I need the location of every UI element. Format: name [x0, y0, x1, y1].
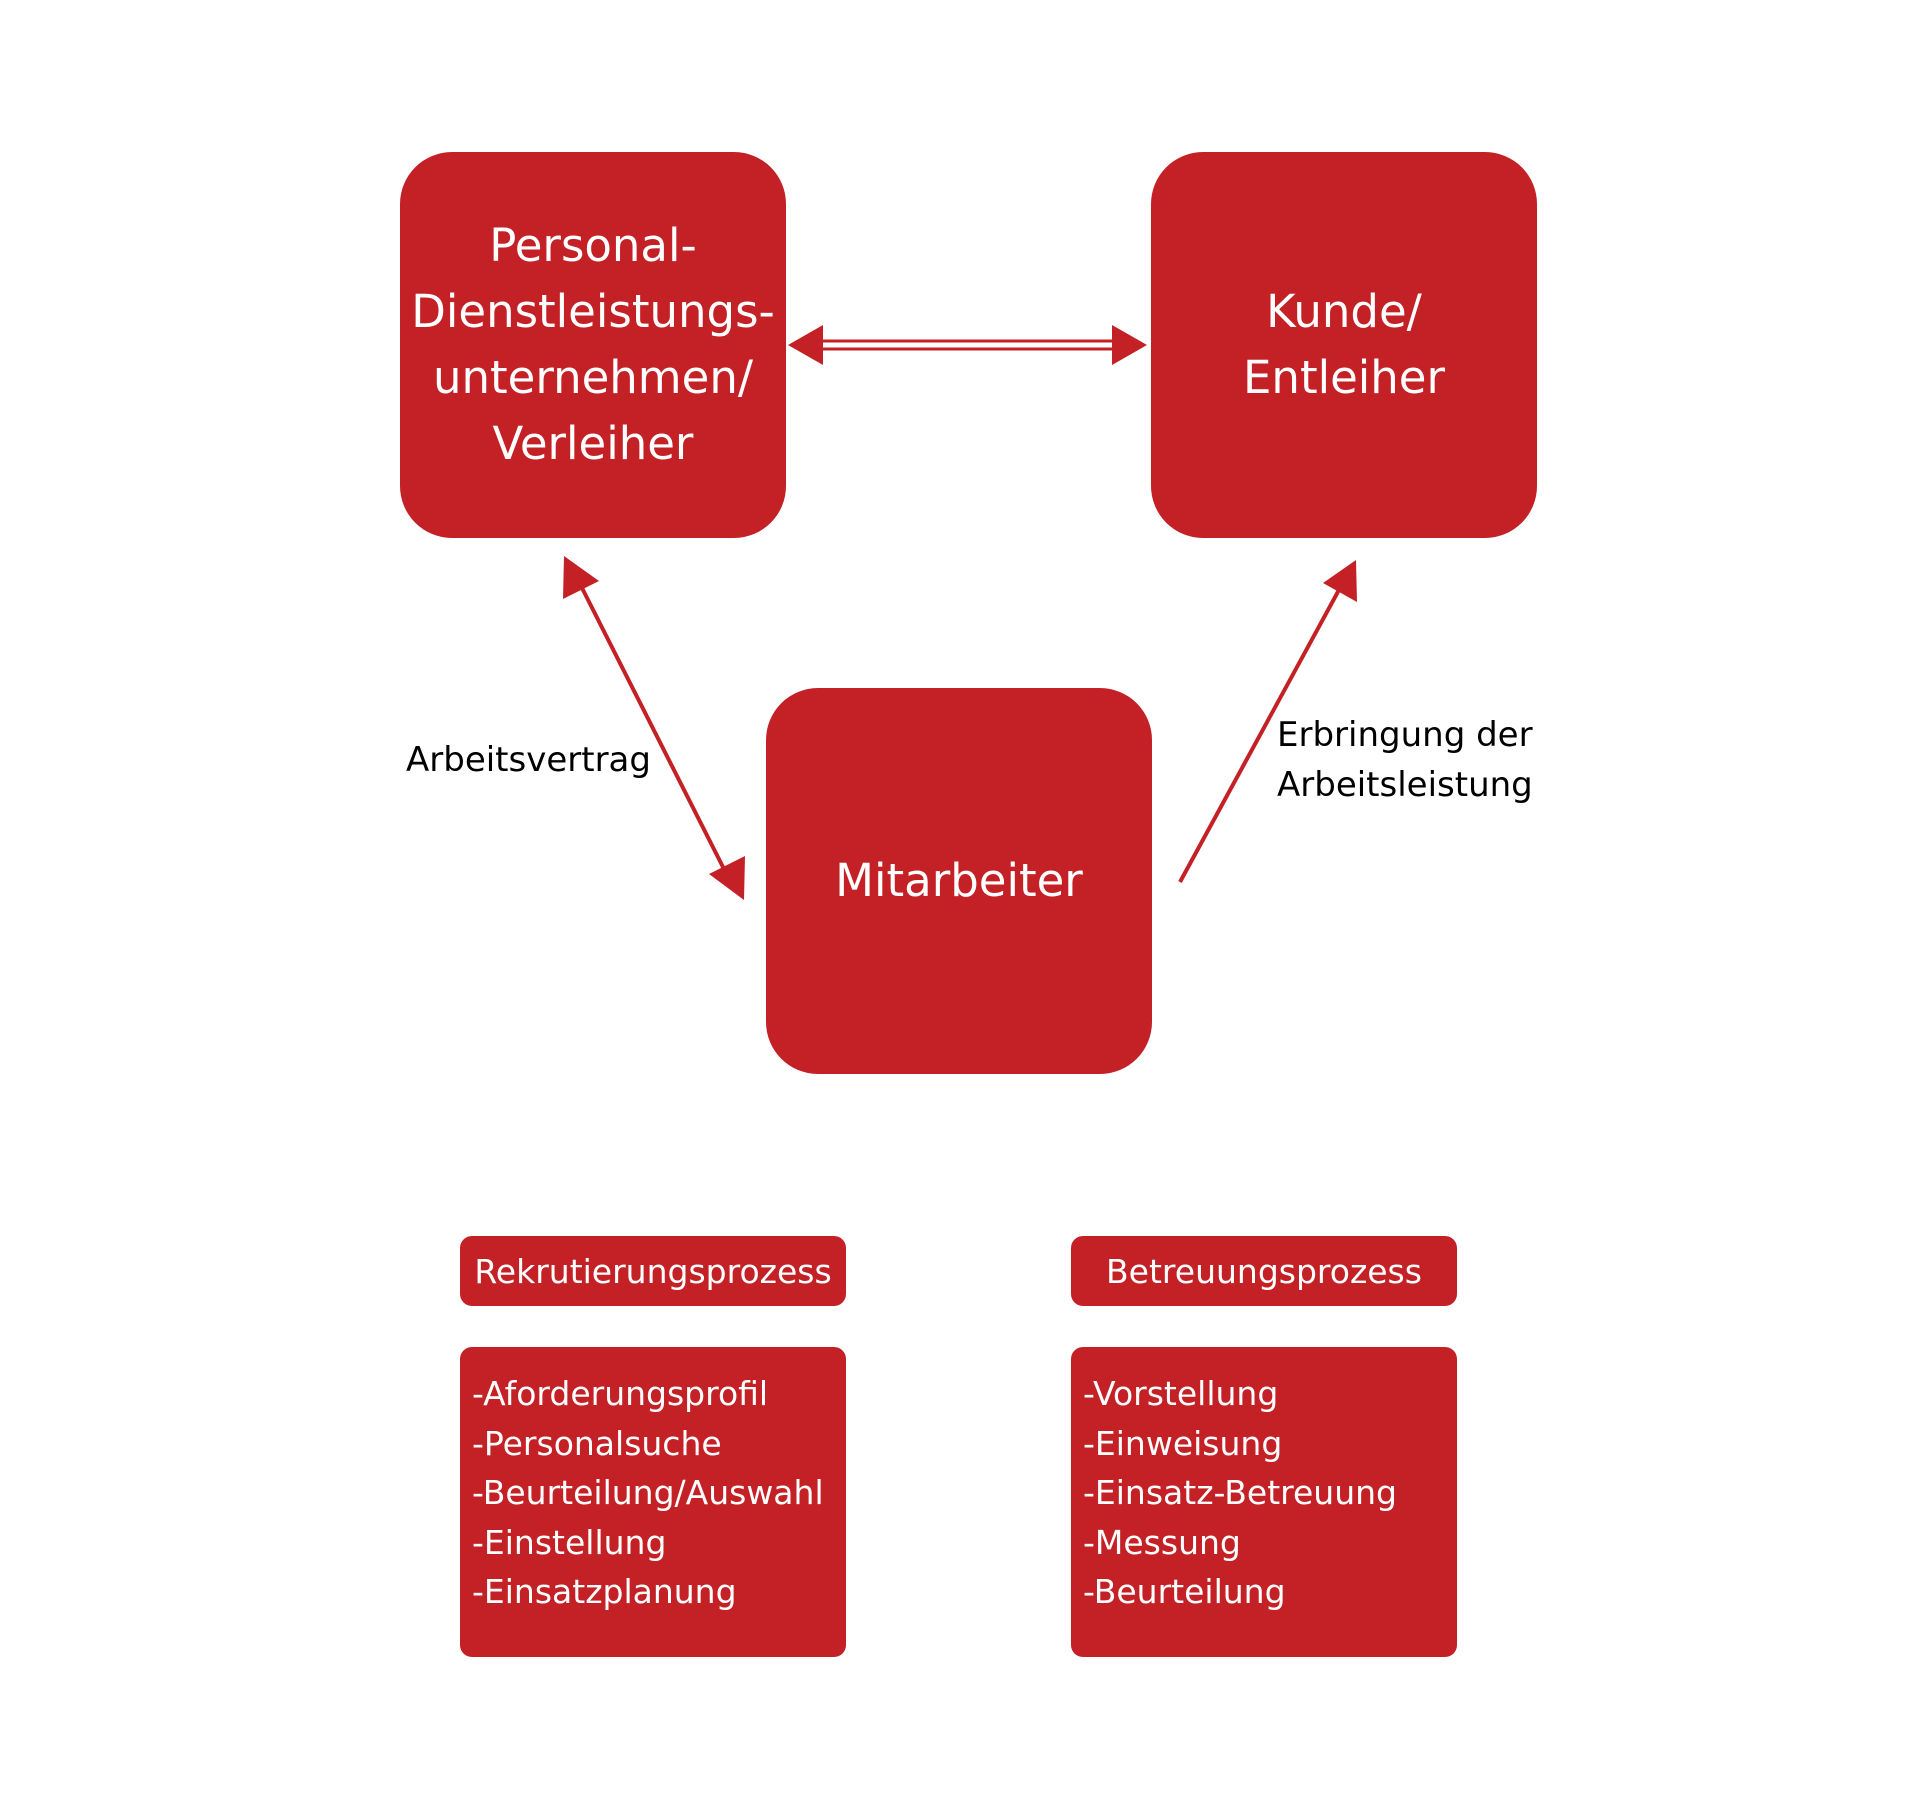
arrow-verleiher-mitarbeiter — [563, 556, 745, 900]
arrow-verleiher-kunde — [788, 325, 1147, 365]
arrow-mitarbeiter-kunde — [1178, 560, 1357, 883]
list-item: -Beurteilung/Auswahl — [472, 1473, 824, 1512]
node-mitarbeiter-label: Mitarbeiter — [835, 854, 1083, 907]
list-item: -Aforderungsprofil — [472, 1374, 769, 1413]
process-header-betreuung-label: Betreuungsprozess — [1106, 1251, 1422, 1291]
node-verleiher-label: Personal- Dienstleistungs- unternehmen/ … — [411, 219, 775, 470]
list-item: -Vorstellung — [1083, 1374, 1279, 1413]
process-header-rekrutierung: Rekrutierungsprozess — [460, 1236, 846, 1306]
process-list-rekrutierung: -Aforderungsprofil -Personalsuche -Beurt… — [460, 1347, 846, 1657]
list-item: -Personalsuche — [472, 1423, 722, 1463]
list-item: -Einstellung — [472, 1522, 667, 1562]
list-item: -Einsatzplanung — [472, 1572, 737, 1611]
list-item: -Einsatz-Betreuung — [1083, 1473, 1397, 1512]
process-header-rekrutierung-label: Rekrutierungsprozess — [474, 1251, 832, 1291]
list-item: -Messung — [1083, 1522, 1241, 1562]
node-kunde-entleiher: Kunde/ Entleiher — [1151, 152, 1537, 538]
process-list-betreuung: -Vorstellung -Einweisung -Einsatz-Betreu… — [1071, 1347, 1457, 1657]
list-item: -Einweisung — [1083, 1423, 1283, 1463]
edge-label-erbringung-der-arbeitsleistung: Erbringung der Arbeitsleistung — [1277, 715, 1533, 805]
node-kunde-label: Kunde/ Entleiher — [1243, 285, 1445, 404]
process-header-betreuung: Betreuungsprozess — [1071, 1236, 1457, 1306]
edge-label-arbeitsvertrag: Arbeitsvertrag — [406, 740, 651, 780]
node-mitarbeiter: Mitarbeiter — [766, 688, 1152, 1074]
node-personal-dienstleistungsunternehmen: Personal- Dienstleistungs- unternehmen/ … — [400, 152, 786, 538]
list-item: -Beurteilung — [1083, 1572, 1286, 1611]
